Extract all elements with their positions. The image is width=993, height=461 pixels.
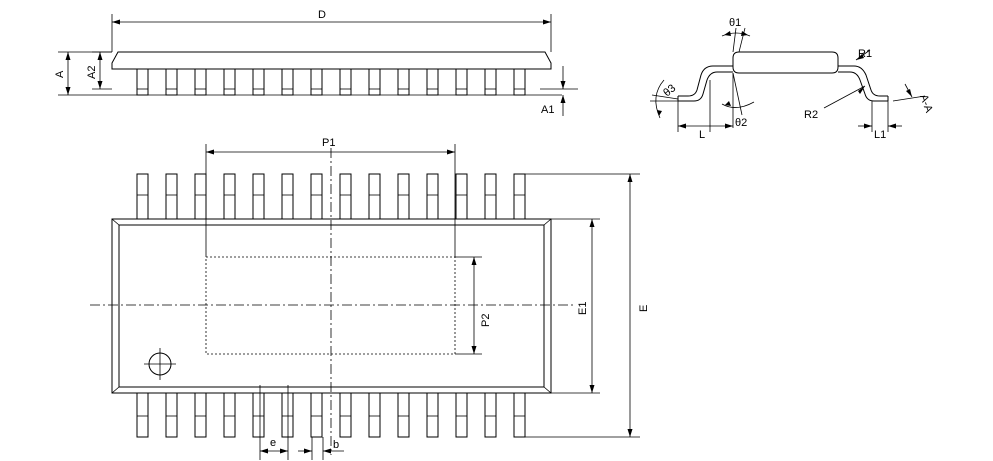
section-lead-left-inner bbox=[678, 71, 733, 102]
dim-L: L bbox=[677, 80, 733, 141]
angle-theta2: θ2 bbox=[721, 72, 755, 129]
side-lead bbox=[136, 68, 149, 96]
side-lead bbox=[513, 68, 526, 96]
top-lead-lower bbox=[513, 392, 526, 438]
top-lead-lower bbox=[281, 392, 294, 438]
side-lead bbox=[310, 68, 323, 96]
side-view-body bbox=[111, 51, 552, 70]
dim-P2: P2 bbox=[455, 256, 492, 355]
label-E1: E1 bbox=[577, 302, 589, 315]
dim-A2: A2 bbox=[86, 51, 112, 90]
side-lead bbox=[165, 68, 178, 96]
label-D: D bbox=[318, 9, 326, 21]
top-lead-upper bbox=[397, 173, 410, 220]
side-lead bbox=[223, 68, 236, 96]
top-lead-upper bbox=[194, 173, 207, 220]
dim-E1: E1 bbox=[551, 218, 600, 394]
side-lead bbox=[281, 68, 294, 96]
top-lead-upper bbox=[252, 173, 265, 220]
top-lead-lower bbox=[310, 392, 323, 438]
top-lead-lower bbox=[484, 392, 497, 438]
angle-theta3: θ3 bbox=[650, 79, 678, 119]
top-lead-upper bbox=[223, 173, 236, 220]
dim-e: e bbox=[259, 385, 289, 460]
side-view-leads bbox=[136, 68, 526, 96]
side-lead bbox=[426, 68, 439, 96]
section-body bbox=[732, 51, 839, 74]
side-lead bbox=[194, 68, 207, 96]
top-lead-lower bbox=[165, 392, 178, 438]
top-lead-upper bbox=[455, 173, 468, 220]
label-b: b bbox=[333, 439, 339, 451]
section-lead-right-outer bbox=[838, 65, 888, 97]
top-lead-upper bbox=[484, 173, 497, 220]
section-view: θ1 θ2 θ3 R1 R2 bbox=[650, 17, 935, 141]
side-lead bbox=[484, 68, 497, 96]
top-lead-lower bbox=[252, 392, 265, 438]
label-P1: P1 bbox=[322, 137, 335, 149]
radius-R1: R1 bbox=[855, 48, 872, 61]
dim-D: D bbox=[111, 9, 552, 52]
label-L1: L1 bbox=[874, 129, 886, 141]
dim-P1: P1 bbox=[205, 137, 456, 257]
dim-E: E bbox=[524, 173, 650, 438]
top-lead-lower bbox=[194, 392, 207, 438]
top-lead-upper bbox=[426, 173, 439, 220]
label-R1: R1 bbox=[858, 48, 872, 60]
label-section-AA: A-A bbox=[917, 93, 935, 115]
top-lead-lower bbox=[455, 392, 468, 438]
label-e: e bbox=[270, 437, 276, 449]
label-A2: A2 bbox=[86, 66, 98, 79]
top-lead-upper bbox=[281, 173, 294, 220]
top-lead-lower bbox=[368, 392, 381, 438]
label-theta1: θ1 bbox=[729, 17, 741, 29]
label-A: A bbox=[54, 70, 66, 78]
dim-L1: L1 bbox=[858, 101, 902, 141]
top-view: P1 P2 E1 E bbox=[90, 137, 650, 460]
side-lead bbox=[455, 68, 468, 96]
side-lead bbox=[397, 68, 410, 96]
label-theta2: θ2 bbox=[735, 117, 747, 129]
section-lead-left-outer bbox=[678, 65, 733, 97]
top-lead-upper bbox=[339, 173, 352, 220]
side-lead bbox=[368, 68, 381, 96]
top-lead-lower bbox=[339, 392, 352, 438]
label-E: E bbox=[638, 305, 650, 312]
label-R2: R2 bbox=[804, 109, 818, 121]
pin1-marker bbox=[144, 348, 176, 380]
label-A1: A1 bbox=[541, 104, 554, 116]
top-view-body-inner bbox=[118, 224, 545, 388]
angle-theta1: θ1 bbox=[721, 17, 751, 53]
top-lead-upper bbox=[310, 173, 323, 220]
top-lead-upper bbox=[513, 173, 526, 220]
top-lead-lower bbox=[426, 392, 439, 438]
top-view-body-outer bbox=[111, 218, 552, 394]
top-lead-lower bbox=[223, 392, 236, 438]
label-L: L bbox=[699, 129, 705, 141]
top-lead-upper bbox=[165, 173, 178, 220]
label-P2: P2 bbox=[480, 314, 492, 327]
dim-b: b bbox=[298, 437, 344, 460]
section-cut-indicator: A-A bbox=[892, 83, 935, 115]
top-lead-lower bbox=[397, 392, 410, 438]
radius-R2: R2 bbox=[804, 85, 866, 121]
top-lead-upper bbox=[136, 173, 149, 220]
side-lead bbox=[252, 68, 265, 96]
top-lead-upper bbox=[368, 173, 381, 220]
side-view: D A A2 A1 bbox=[54, 9, 578, 116]
side-lead bbox=[339, 68, 352, 96]
dim-A: A bbox=[54, 51, 112, 96]
dim-A1: A1 bbox=[540, 66, 578, 116]
top-lead-lower bbox=[136, 392, 149, 438]
exposed-pad-outline bbox=[205, 256, 456, 355]
